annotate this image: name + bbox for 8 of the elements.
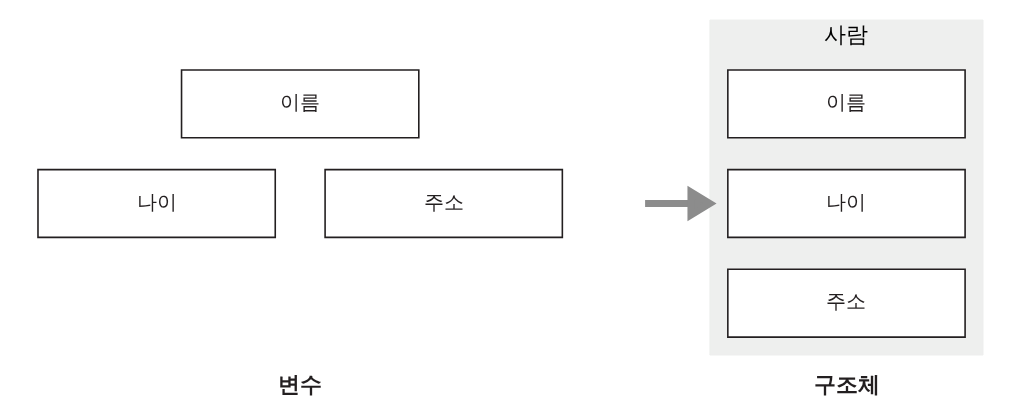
node-box: 이름 <box>727 69 966 139</box>
node-box: 주소 <box>324 168 564 239</box>
node-box: 이름 <box>180 69 420 139</box>
node-label: 구조체 <box>813 371 880 397</box>
node-box: 주소 <box>727 268 966 338</box>
node-box: 나이 <box>727 168 966 239</box>
node-box: 나이 <box>37 168 277 239</box>
label: 변수 <box>278 371 323 397</box>
